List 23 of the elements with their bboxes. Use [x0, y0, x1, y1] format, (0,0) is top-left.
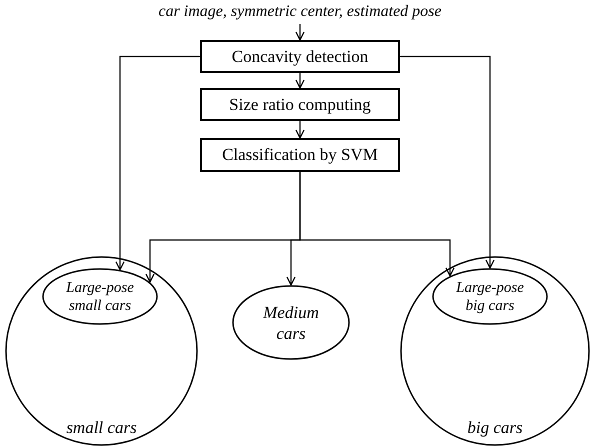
process-box: [200, 138, 400, 172]
arrow: [299, 172, 455, 276]
arrow: [295, 24, 305, 41]
class-ellipse: [42, 268, 158, 325]
node-label: Size ratio computing: [229, 94, 371, 116]
arrow: [295, 121, 305, 139]
arrow: [400, 56, 495, 269]
node-label: car image, symmetric center, estimated pose: [158, 2, 442, 22]
arrow: [295, 73, 305, 89]
group-ellipse: [400, 256, 590, 446]
process-box: [200, 88, 400, 121]
node-label: small cars: [66, 416, 137, 438]
node-label: Medium cars: [262, 302, 320, 344]
node-label: big cars: [467, 416, 523, 439]
node-label: Large-pose big cars: [455, 278, 525, 314]
group-ellipse: [5, 256, 198, 446]
node-label: Large-pose small cars: [65, 278, 135, 314]
process-box: [200, 40, 400, 73]
node-label: Classification by SVM: [222, 144, 378, 166]
node-label: Concavity detection: [232, 46, 368, 68]
class-ellipse: [232, 285, 350, 360]
arrow: [115, 56, 200, 270]
class-ellipse: [432, 268, 548, 325]
